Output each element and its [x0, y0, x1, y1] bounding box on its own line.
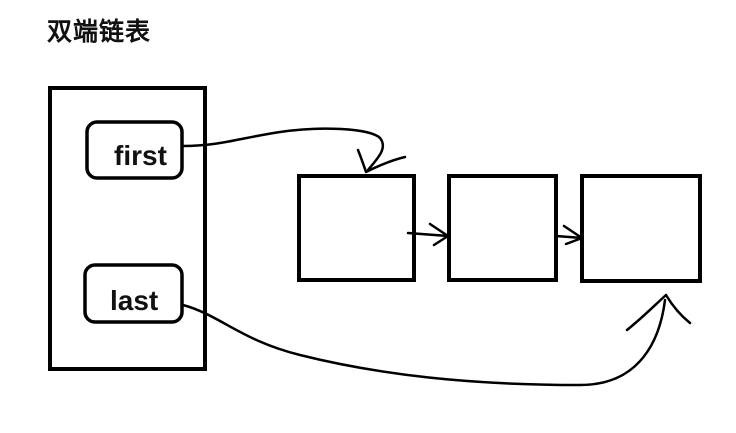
last-field-box — [83, 263, 184, 324]
last-pointer-arrowhead — [625, 293, 692, 332]
first-field-label: first — [114, 140, 167, 171]
next-pointer-arrowhead-1 — [428, 222, 450, 247]
list-node-3 — [580, 174, 702, 283]
next-pointer-arrow-2 — [554, 234, 584, 240]
list-node-2 — [447, 174, 558, 282]
next-pointer-arrow-1 — [406, 231, 450, 238]
last-pointer-arrow — [181, 298, 667, 387]
first-pointer-arrowhead — [356, 148, 407, 174]
next-pointer-arrowhead-2 — [562, 224, 584, 246]
list-node-1 — [297, 174, 416, 282]
first-field-box — [85, 120, 184, 180]
list-header-box — [48, 86, 207, 371]
diagram-title: 双端链表 — [47, 17, 152, 46]
first-pointer-arrow — [181, 127, 385, 172]
last-field-label: last — [110, 285, 158, 316]
